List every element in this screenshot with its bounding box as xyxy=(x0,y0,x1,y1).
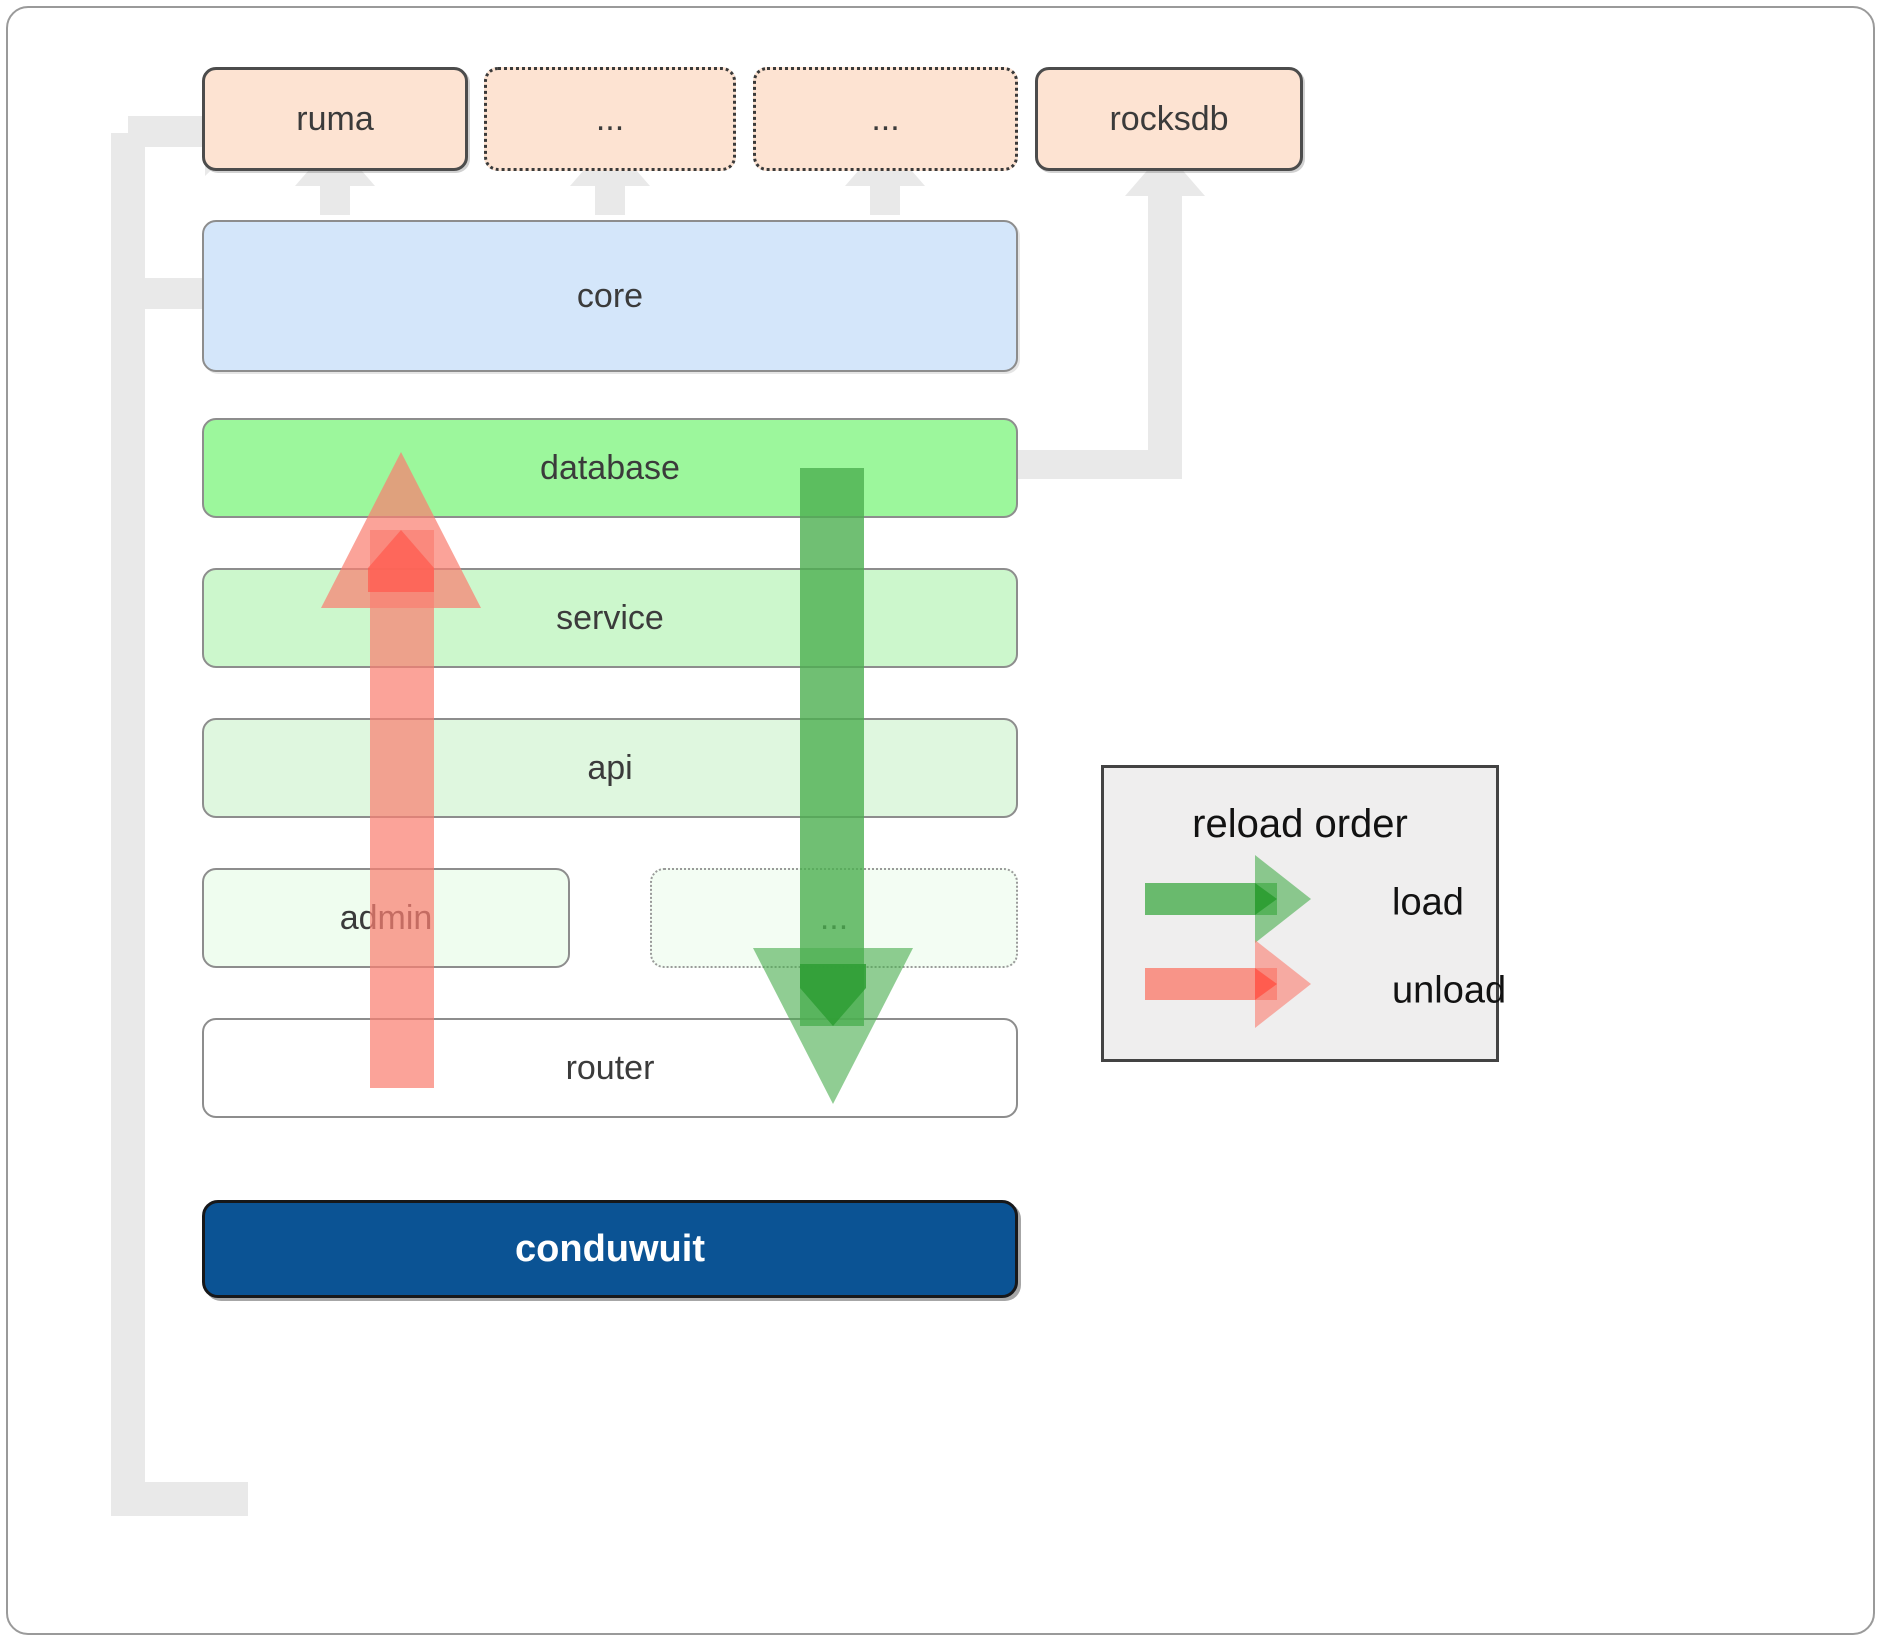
dependency-box-ruma[interactable]: ruma xyxy=(202,67,468,171)
dependency-box-rocksdb[interactable]: rocksdb xyxy=(1035,67,1303,171)
dependency-label: ... xyxy=(871,99,900,138)
core-box[interactable]: core xyxy=(202,220,1018,372)
root-box-conduwuit[interactable]: conduwuit xyxy=(202,1200,1018,1298)
legend-title: reload order xyxy=(1192,802,1408,846)
legend-unload-arrow-icon xyxy=(1145,940,1311,1028)
legend-label-unload: unload xyxy=(1392,969,1507,1012)
dependency-box-ellipsis-1[interactable]: ... xyxy=(484,67,736,171)
layer-label: router xyxy=(565,1048,655,1087)
core-label: core xyxy=(576,276,644,315)
dependency-box-ellipsis-2[interactable]: ... xyxy=(753,67,1018,171)
layer-box-api[interactable]: api xyxy=(202,718,1018,818)
layer-label: api xyxy=(587,748,633,787)
dependency-label: ... xyxy=(595,99,625,138)
dependency-label: ruma xyxy=(296,99,374,138)
layer-label: service xyxy=(556,598,664,637)
legend-row-unload: unload xyxy=(1104,946,1506,1036)
layer-box-router[interactable]: router xyxy=(202,1018,1018,1118)
legend-row-load: load xyxy=(1104,858,1496,948)
legend-load-arrow-icon xyxy=(1145,855,1311,943)
unload-arrow-shape xyxy=(321,452,481,1088)
dependency-label: rocksdb xyxy=(1109,99,1229,138)
root-label: conduwuit xyxy=(515,1227,705,1270)
load-arrow-shape xyxy=(753,468,913,1104)
legend-label-load: load xyxy=(1392,881,1464,924)
layer-box-database[interactable]: database xyxy=(202,418,1018,518)
layer-label: database xyxy=(540,448,680,487)
